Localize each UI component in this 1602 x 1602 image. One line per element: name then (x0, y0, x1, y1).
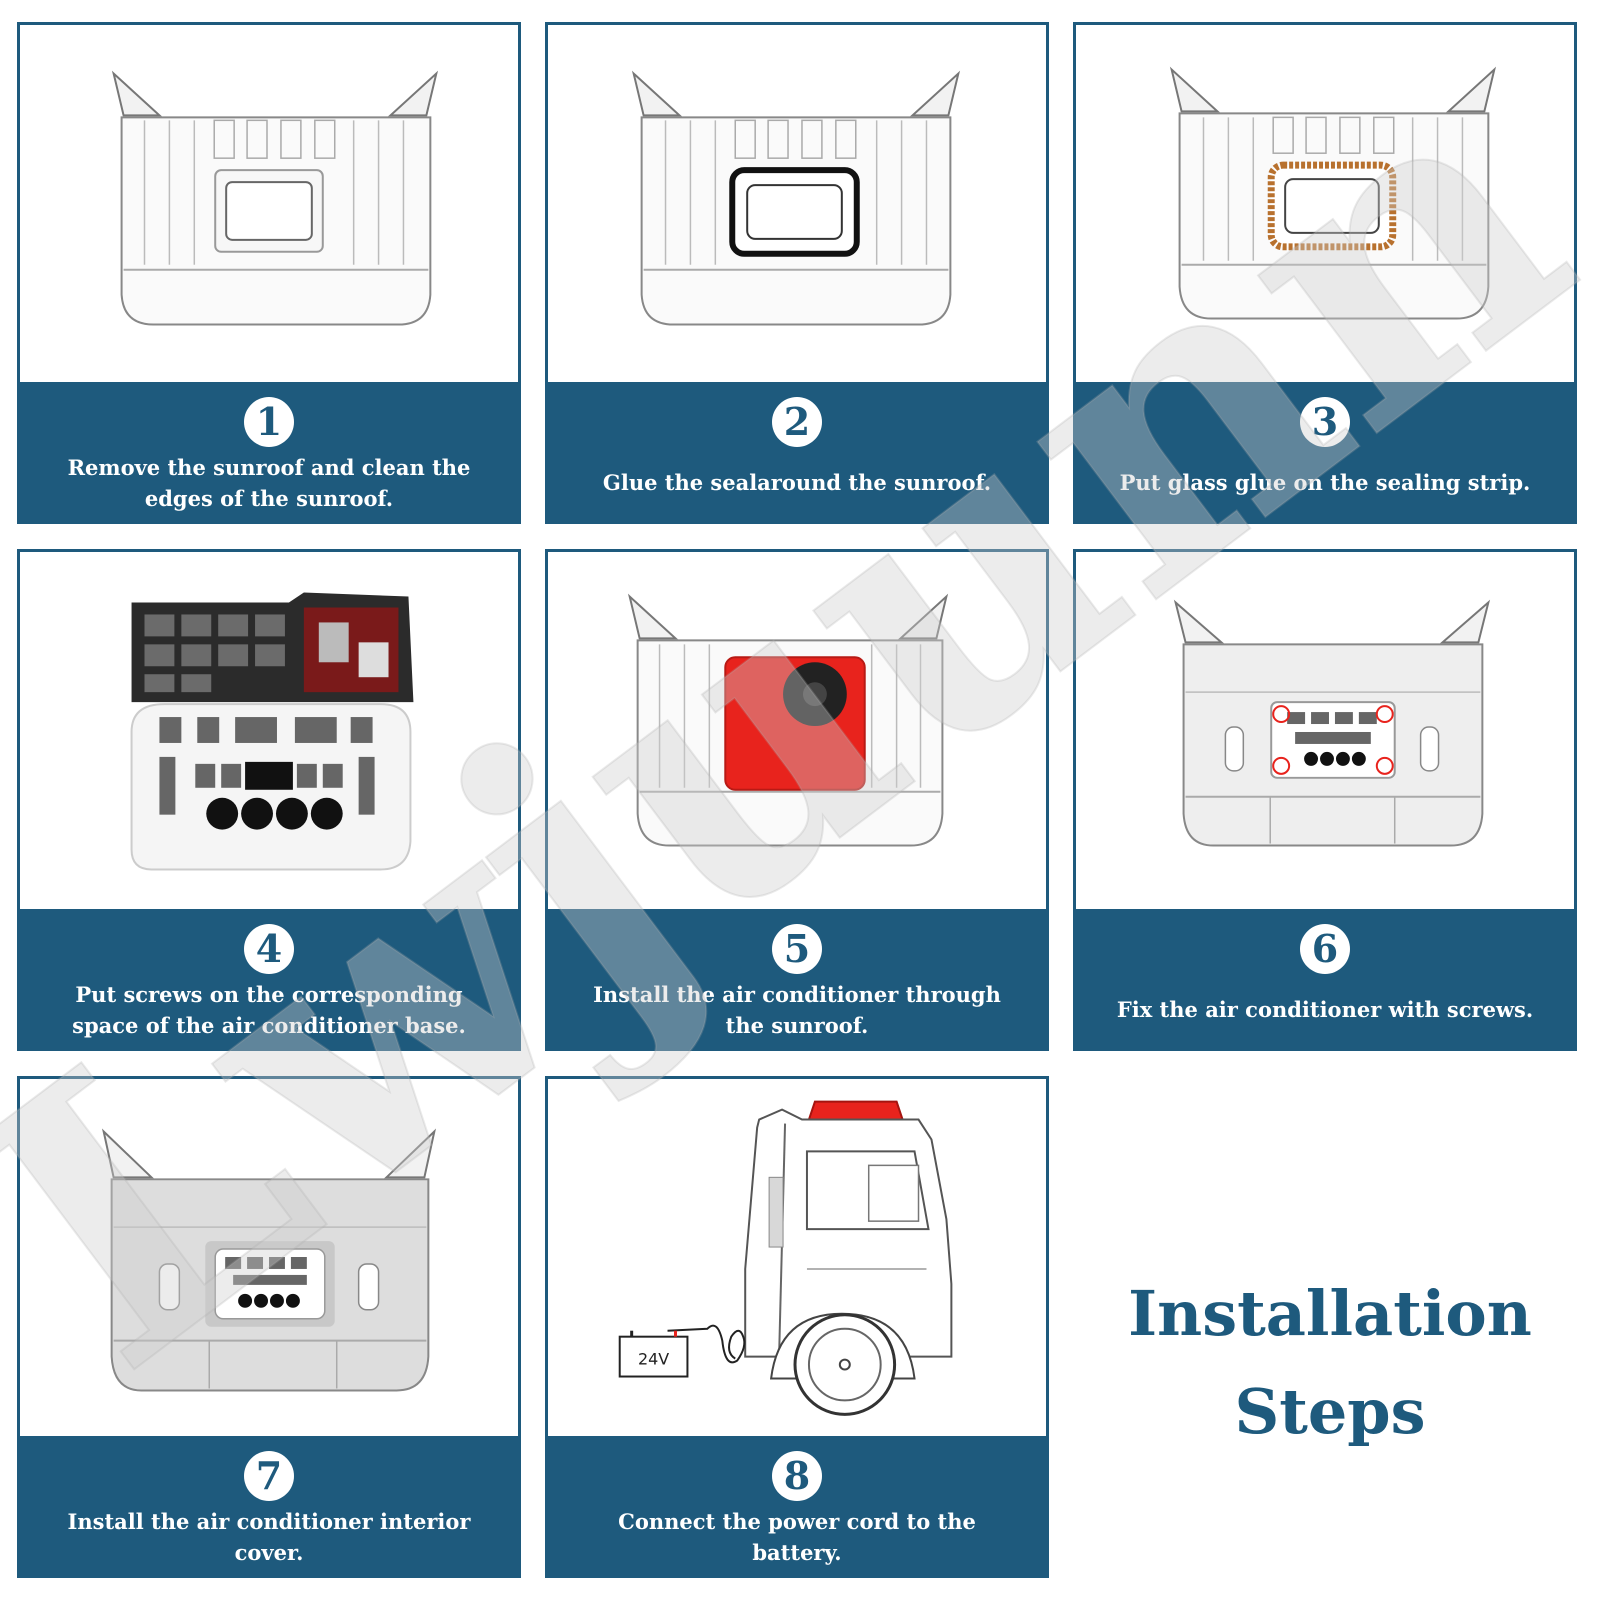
step-caption-2: 2 Glue the sealaround the sunroof. (548, 382, 1046, 521)
seal-illustration (548, 25, 1046, 382)
step-caption-4: 4 Put screws on the corresponding space … (20, 909, 518, 1048)
step-card-7: 7 Install the air conditioner interior c… (17, 1076, 521, 1578)
battery-illustration: 24V (548, 1079, 1046, 1436)
step-number-badge: 2 (772, 397, 822, 447)
step-text: Put screws on the corresponding space of… (72, 981, 466, 1038)
step-caption-5: 5 Install the air conditioner through th… (548, 909, 1046, 1048)
step-text: Glue the sealaround the sunroof. (602, 470, 992, 495)
step-number-badge: 4 (244, 924, 294, 974)
step-number-badge: 3 (1300, 397, 1350, 447)
screws-illustration (1076, 552, 1574, 909)
roof-panel-image (111, 70, 439, 326)
step-text: Remove the sunroof and clean the edges o… (67, 454, 471, 511)
step-card-6: 6 Fix the air conditioner with screws. (1073, 549, 1577, 1051)
step-text: Fix the air conditioner with screws. (1116, 997, 1534, 1022)
ac-install-illustration (548, 552, 1046, 909)
step-caption-1: 1 Remove the sunroof and clean the edges… (20, 382, 518, 521)
step-text: Install the air conditioner interior cov… (67, 1508, 471, 1565)
step-caption-8: 8 Connect the power cord to the battery. (548, 1436, 1046, 1575)
battery-label: 24V (638, 1350, 669, 1369)
roof-panel-image (627, 593, 949, 847)
truck-image: 24V (618, 1100, 953, 1416)
step-number-badge: 5 (772, 924, 822, 974)
interior-cover-illustration (20, 1079, 518, 1436)
step-card-1: 1 Remove the sunroof and clean the edges… (17, 22, 521, 524)
step-text: Install the air conditioner through the … (593, 981, 1001, 1038)
title-line-1: Installation (1128, 1277, 1532, 1350)
glue-illustration (1076, 25, 1574, 382)
step-caption-7: 7 Install the air conditioner interior c… (20, 1436, 518, 1575)
title-line-2: Steps (1234, 1375, 1426, 1448)
step-number-badge: 7 (244, 1451, 294, 1501)
step-card-3: 3 Put glass glue on the sealing strip. (1073, 22, 1577, 524)
step-card-2: 2 Glue the sealaround the sunroof. (545, 22, 1049, 524)
step-card-4: 4 Put screws on the corresponding space … (17, 549, 521, 1051)
roof-panel-image (1173, 599, 1491, 847)
step-text: Put glass glue on the sealing strip. (1119, 470, 1531, 495)
roof-panel-image (631, 70, 961, 326)
step-number-badge: 6 (1300, 924, 1350, 974)
ac-unit-image (130, 592, 414, 871)
step-card-8: 24V 8 Connect the power cord to the batt… (545, 1076, 1049, 1578)
roof-panel-image (1169, 66, 1497, 320)
step-number-badge: 8 (772, 1451, 822, 1501)
ac-base-illustration (20, 552, 518, 909)
step-card-5: 5 Install the air conditioner through th… (545, 549, 1049, 1051)
step-text: Connect the power cord to the battery. (618, 1508, 976, 1565)
sunroof-illustration (20, 25, 518, 382)
step-caption-6: 6 Fix the air conditioner with screws. (1076, 909, 1574, 1048)
step-number-badge: 1 (244, 397, 294, 447)
roof-panel-image (101, 1128, 437, 1392)
step-caption-3: 3 Put glass glue on the sealing strip. (1076, 382, 1574, 521)
installation-steps-title: Installation Steps (1075, 1265, 1585, 1461)
